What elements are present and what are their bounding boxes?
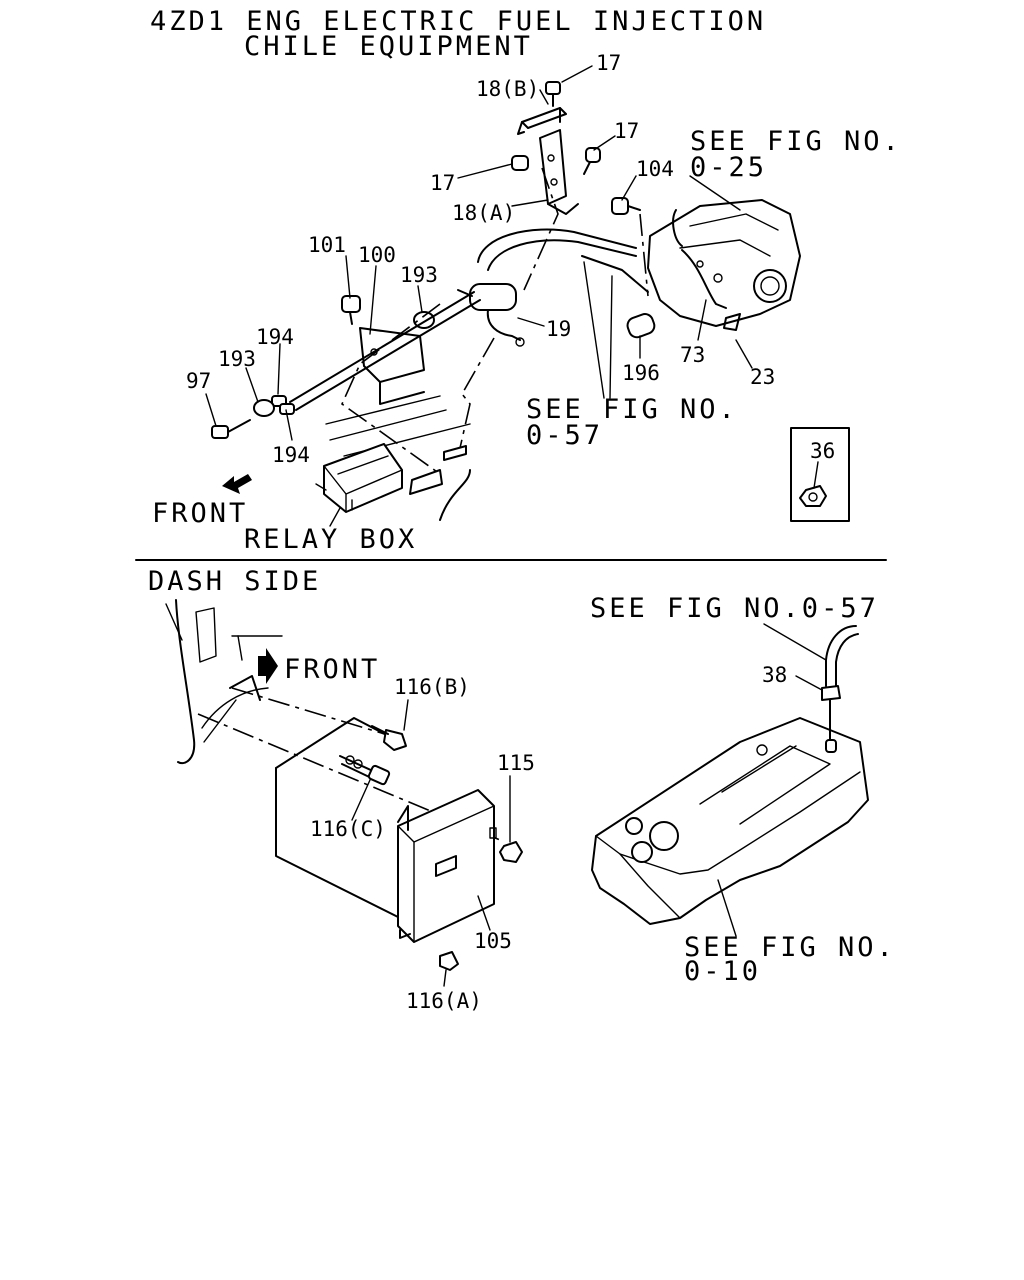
bracket-18b xyxy=(517,107,567,135)
ref-see-fig-057-line2: 0-57 xyxy=(526,420,603,451)
callout-73: 73 xyxy=(680,343,705,367)
callout-194-top: 194 xyxy=(256,325,294,349)
body-panel-lines xyxy=(325,395,471,521)
rod-73 xyxy=(681,249,727,309)
bottom-leader-lines xyxy=(165,603,827,987)
nut-115 xyxy=(499,841,523,863)
callout-193-top: 193 xyxy=(400,263,438,287)
clip-23 xyxy=(723,313,741,331)
bolt-104 xyxy=(611,197,641,215)
ref-see-fig-057-line1: SEE FIG NO. xyxy=(526,394,738,425)
callout-115: 115 xyxy=(497,751,535,775)
top-leader-lines xyxy=(205,65,819,527)
callout-101: 101 xyxy=(308,233,346,257)
callout-100: 100 xyxy=(358,243,396,267)
bolt-17-top xyxy=(545,81,561,107)
callout-97: 97 xyxy=(186,369,211,393)
bolt-101 xyxy=(341,295,361,325)
front-arrow-icon-top xyxy=(222,474,252,494)
callout-23: 23 xyxy=(750,365,775,389)
grommet-193-left xyxy=(253,399,275,417)
stud-116c xyxy=(339,755,391,786)
ref-see-fig-025-line1: SEE FIG NO. xyxy=(690,126,902,157)
bolt-116a xyxy=(439,951,459,971)
mounting-rod xyxy=(289,291,475,403)
bolt-17-right xyxy=(583,147,601,175)
relay-box-label: RELAY BOX xyxy=(244,524,417,555)
callout-18b: 18(B) xyxy=(476,77,539,101)
vacuum-hoses xyxy=(477,228,649,293)
bracket-100 xyxy=(359,327,425,405)
pcv-hose xyxy=(821,625,859,741)
callout-104: 104 xyxy=(636,157,674,181)
ecm-105 xyxy=(397,789,497,943)
bolt-17-left xyxy=(511,155,529,171)
ref-see-fig-010-line2: 0-10 xyxy=(684,956,761,987)
callout-194-bottom: 194 xyxy=(272,443,310,467)
callout-105: 105 xyxy=(474,929,512,953)
callout-116a: 116(A) xyxy=(406,989,482,1013)
callout-17-top: 17 xyxy=(596,51,621,75)
bottom-assembly-drawing xyxy=(165,599,869,987)
callout-116c: 116(C) xyxy=(310,817,386,841)
bracket-18a xyxy=(539,129,579,215)
sleeve-196 xyxy=(626,313,656,339)
bolt-116b xyxy=(371,725,407,751)
ref-see-fig-010-line1: SEE FIG NO. xyxy=(684,932,896,963)
callout-17-right: 17 xyxy=(614,119,639,143)
cylinder-head-cover xyxy=(591,717,869,925)
front-label-bottom: FRONT xyxy=(284,654,380,685)
callout-17-left: 17 xyxy=(430,171,455,195)
callout-196: 196 xyxy=(622,361,660,385)
bolt-97 xyxy=(211,419,251,439)
callout-193-left: 193 xyxy=(218,347,256,371)
ref-see-fig-025-line2: 0-25 xyxy=(690,152,767,183)
throttle-body xyxy=(647,199,801,327)
nut-36-box xyxy=(790,427,850,522)
callout-18a: 18(A) xyxy=(452,201,515,225)
front-label-top: FRONT xyxy=(152,498,248,529)
diagram-title-line1: 4ZD1 ENG ELECTRIC FUEL INJECTION xyxy=(150,6,766,37)
callout-19: 19 xyxy=(546,317,571,341)
callout-36: 36 xyxy=(810,439,835,463)
vsv-19 xyxy=(457,283,525,347)
top-assembly-drawing xyxy=(205,65,850,527)
relay-box xyxy=(315,443,403,513)
diagram-title-line2: CHILE EQUIPMENT xyxy=(244,31,533,62)
dash-side-label: DASH SIDE xyxy=(148,566,321,597)
callout-38: 38 xyxy=(762,663,787,687)
front-arrow-icon-bottom xyxy=(258,648,278,684)
callout-116b: 116(B) xyxy=(394,675,470,699)
ref-see-fig-057-bottom: SEE FIG NO.0-57 xyxy=(590,593,879,624)
